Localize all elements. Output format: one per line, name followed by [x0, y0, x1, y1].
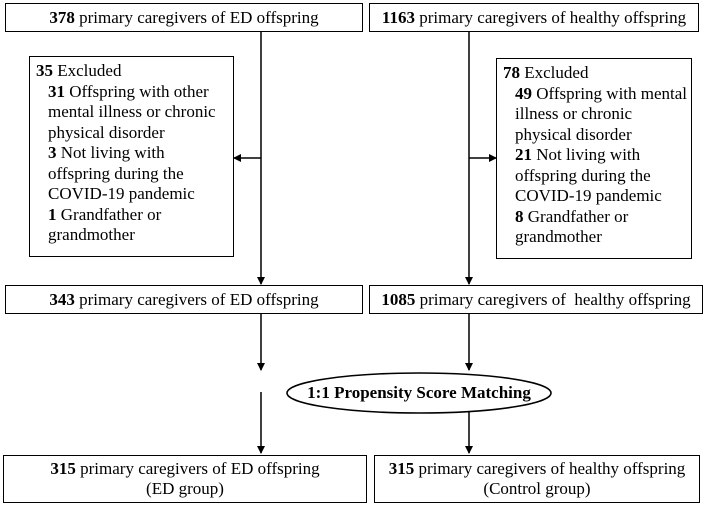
top-left-box: 378 primary caregivers of ED offspring: [5, 3, 363, 32]
top-right-text: primary caregivers of healthy offspring: [419, 7, 687, 27]
excluded-right-label: Excluded: [524, 63, 589, 82]
top-right-count: 1163: [381, 7, 415, 27]
bottom-left-count: 315: [50, 459, 76, 478]
mid-right-text: primary caregivers of healthy offspring: [419, 289, 691, 309]
top-right-box: 1163 primary caregivers of healthy offsp…: [369, 3, 699, 32]
bottom-right-count: 315: [388, 459, 415, 478]
matching-label: 1:1 Propensity Score Matching: [307, 383, 531, 402]
excluded-right-reason: 21 Not living with offspring during the …: [515, 145, 662, 205]
bottom-left-text: primary caregivers of ED offspring: [80, 459, 320, 478]
mid-left-text: primary caregivers of ED offspring: [79, 289, 319, 309]
mid-right-box: 1085 primary caregivers of healthy offsp…: [369, 285, 703, 314]
top-left-count: 378: [49, 7, 75, 27]
excluded-left-box: 35 Excluded 31 Offspring with other ment…: [29, 56, 234, 257]
bottom-left-group: (ED group): [146, 479, 224, 498]
bottom-right-text: primary caregivers of healthy offspring: [418, 459, 686, 478]
matching-ellipse: [286, 372, 552, 414]
excluded-left-reason: 31 Offspring with other mental illness o…: [48, 81, 216, 142]
mid-left-box: 343 primary caregivers of ED offspring: [5, 285, 363, 314]
bottom-right-box: 315 primary caregivers of healthy offspr…: [374, 455, 700, 503]
mid-left-count: 343: [49, 289, 75, 309]
excluded-left-reason: 3 Not living with offspring during the C…: [48, 143, 195, 203]
excluded-right-box: 78 Excluded 49 Offspring with mental ill…: [496, 58, 692, 259]
excluded-right-reason: 8 Grandfather or grandmother: [515, 206, 629, 247]
top-left-text: primary caregivers of ED offspring: [79, 7, 319, 27]
mid-right-count: 1085: [381, 289, 416, 309]
excluded-right-reason: 49 Offspring with mental illness or chro…: [515, 83, 688, 144]
excluded-right-count: 78: [503, 63, 520, 82]
excluded-left-count: 35: [36, 61, 53, 80]
excluded-left-label: Excluded: [57, 61, 122, 80]
excluded-left-reason: 1 Grandfather or grandmother: [48, 204, 162, 245]
bottom-right-group: (Control group): [483, 479, 591, 498]
bottom-left-box: 315 primary caregivers of ED offspring (…: [3, 455, 367, 503]
